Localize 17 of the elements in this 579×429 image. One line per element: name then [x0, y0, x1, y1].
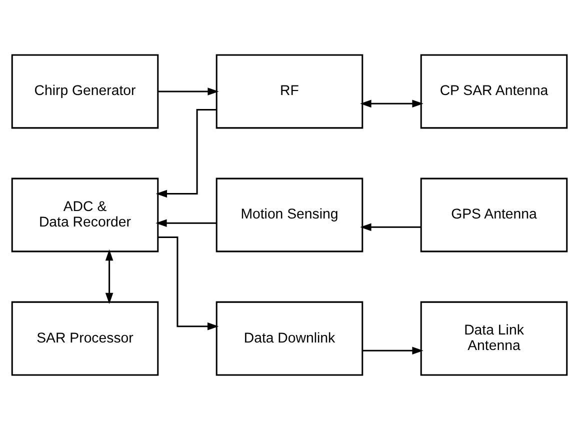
- node-box: ADC & Data Recorder: [11, 177, 159, 252]
- node-box: SAR Processor: [11, 300, 159, 376]
- arrow: [156, 218, 217, 226]
- node-box: RF: [216, 54, 364, 128]
- arrow: [360, 99, 424, 108]
- arrow: [158, 87, 219, 95]
- node-box: Data Downlink: [216, 300, 364, 376]
- node-box: Data Link Antenna: [420, 300, 568, 376]
- arrow: [156, 108, 216, 198]
- node-box: GPS Antenna: [420, 177, 568, 252]
- arrow: [362, 346, 424, 354]
- arrow: [105, 248, 114, 304]
- node-box: CP SAR Antenna: [420, 54, 568, 128]
- node-box: Motion Sensing: [216, 177, 364, 252]
- node-box: Chirp Generator: [11, 54, 159, 128]
- arrow: [158, 236, 219, 330]
- arrow: [360, 222, 422, 231]
